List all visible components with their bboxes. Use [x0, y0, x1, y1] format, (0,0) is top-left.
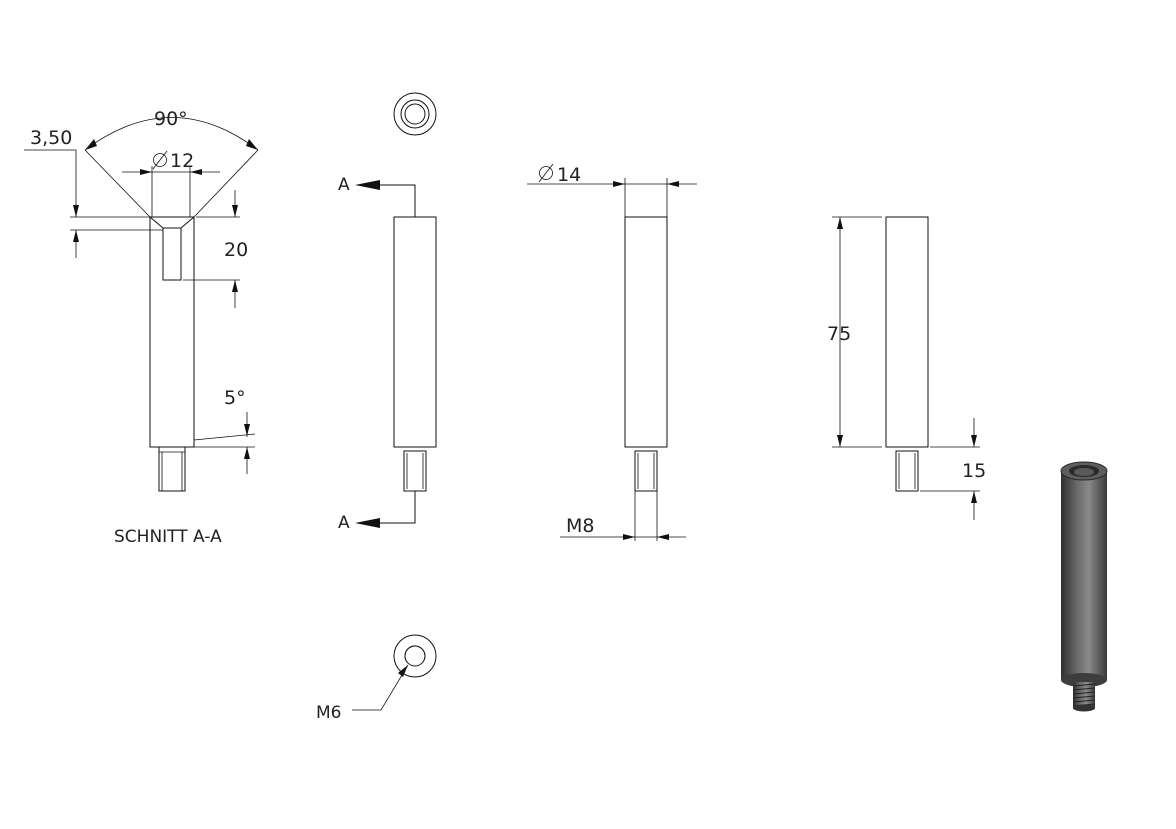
bottom-end-view: M6 [316, 634, 437, 723]
side-view: 14 M8 [527, 163, 697, 541]
diameter-12-dimension: 12 [122, 150, 220, 217]
isometric-part-render [1060, 461, 1108, 712]
diameter-symbol-icon [538, 163, 554, 183]
thread-m8-label: M8 [566, 515, 594, 537]
thread-m8-dimension: M8 [560, 491, 686, 541]
section-view: 90° 12 3,50 [24, 108, 259, 547]
taper-5-dimension: 5° [193, 387, 256, 474]
depth-20-label: 20 [224, 239, 248, 261]
section-body [149, 216, 195, 492]
section-mark-bottom-label: A [338, 513, 350, 533]
section-mark-bottom: A [338, 491, 416, 533]
diameter-12-label: 12 [170, 150, 194, 172]
side-thread-stub [629, 446, 663, 492]
thread-length-15-dimension: 15 [920, 418, 986, 520]
angle-90-dimension: 90° [84, 108, 259, 218]
dim-rod-body [885, 216, 929, 448]
front-rod-body [393, 216, 437, 448]
taper-5-label: 5° [224, 387, 246, 409]
section-mark-top-label: A [338, 175, 350, 195]
length-75-label: 75 [827, 323, 851, 345]
diameter-symbol-icon [152, 150, 168, 170]
section-mark-top: A [338, 175, 416, 217]
diameter-14-label: 14 [557, 164, 581, 186]
width-3-50-dimension: 3,50 [24, 127, 163, 258]
length-75-dimension: 75 [827, 216, 882, 448]
top-end-view [393, 92, 437, 136]
front-view: A A M6 [316, 92, 437, 723]
side-rod-body [624, 216, 668, 448]
dim-thread-stub [890, 446, 924, 492]
section-caption: SCHNITT A-A [114, 527, 222, 547]
thread-m6-label: M6 [316, 703, 341, 723]
width-3-50-label: 3,50 [30, 127, 72, 149]
thread-length-15-label: 15 [962, 460, 986, 482]
dimension-view: 75 15 [827, 216, 986, 520]
depth-20-dimension: 20 [183, 190, 248, 308]
front-thread-stub [398, 446, 432, 492]
angle-90-label: 90° [154, 108, 188, 130]
diameter-14-dimension: 14 [527, 163, 697, 217]
